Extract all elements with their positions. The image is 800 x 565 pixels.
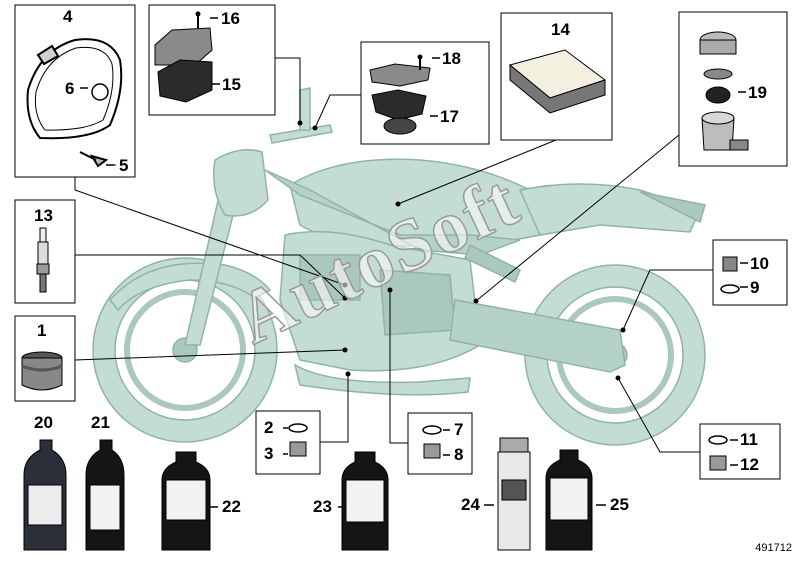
box-reservoir-cover-front xyxy=(148,4,276,116)
reservoir-cover-front xyxy=(154,11,213,103)
box-spark-plug xyxy=(14,199,76,304)
valve-cover-gasket xyxy=(26,38,123,168)
box-brake-reservoir xyxy=(678,11,788,167)
motorcycle-illustration xyxy=(92,87,706,446)
callout-24[interactable]: 24 xyxy=(461,495,480,514)
callout-23[interactable]: 23 xyxy=(313,497,332,516)
callout-21[interactable]: 21 xyxy=(91,413,110,432)
callout-6[interactable]: 6 xyxy=(65,79,75,98)
leader-lines xyxy=(74,57,713,453)
callout-12[interactable]: 12 xyxy=(740,455,759,474)
callout-7[interactable]: 7 xyxy=(454,420,464,439)
leader-dots xyxy=(297,120,626,381)
callout-14[interactable]: 14 xyxy=(551,20,570,39)
diagram-reference-number: 491712 xyxy=(755,542,792,554)
oil-bottles xyxy=(23,437,593,551)
callout-13[interactable]: 13 xyxy=(34,206,53,225)
callout-20[interactable]: 20 xyxy=(34,413,53,432)
label-dashes xyxy=(80,17,748,508)
callout-15[interactable]: 15 xyxy=(222,75,241,94)
reservoir-cover-rear xyxy=(369,54,431,135)
callout-1[interactable]: 1 xyxy=(37,321,47,340)
callout-25[interactable]: 25 xyxy=(610,495,629,514)
callout-9[interactable]: 9 xyxy=(750,278,760,297)
box-oil-filter xyxy=(14,315,76,402)
callout-4[interactable]: 4 xyxy=(63,7,73,26)
callout-10[interactable]: 10 xyxy=(750,254,769,273)
callout-11[interactable]: 11 xyxy=(740,430,758,449)
callout-8[interactable]: 8 xyxy=(454,445,464,464)
callout-18[interactable]: 18 xyxy=(442,49,461,68)
box-drain-plug-rear xyxy=(712,239,788,306)
box-air-filter xyxy=(500,12,613,141)
air-filter xyxy=(508,49,607,114)
callout-5[interactable]: 5 xyxy=(119,156,129,175)
callout-16[interactable]: 16 xyxy=(221,9,240,28)
part-boxes xyxy=(14,4,788,480)
callout-2[interactable]: 2 xyxy=(264,418,274,437)
box-gasket-kit xyxy=(14,4,136,178)
callout-3[interactable]: 3 xyxy=(264,444,274,463)
spark-plug xyxy=(36,227,50,293)
drain-plugs-and-washers xyxy=(288,256,740,471)
oil-filter xyxy=(21,351,63,391)
callout-19[interactable]: 19 xyxy=(748,83,767,102)
box-reservoir-cover-rear xyxy=(360,41,490,145)
brake-fluid-reservoir xyxy=(699,31,749,151)
callout-17[interactable]: 17 xyxy=(440,107,459,126)
callout-22[interactable]: 22 xyxy=(222,497,241,516)
